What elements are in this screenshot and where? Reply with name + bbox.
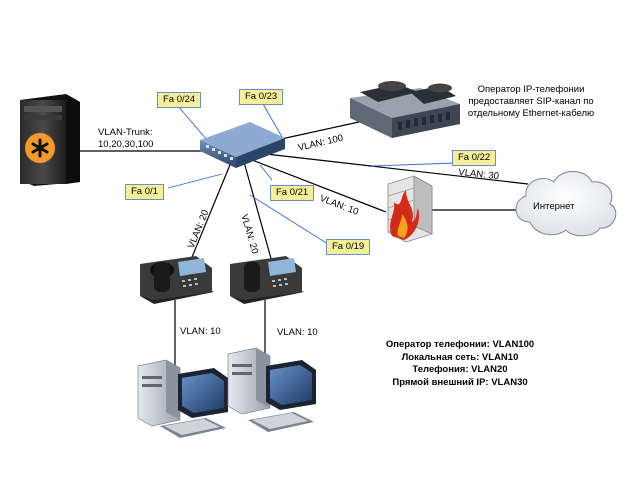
trunk-label-line2: 10,20,30,100 <box>98 139 154 150</box>
port-label-fa0-21: Fa 0/21 <box>270 185 315 201</box>
internet-label: Интернет <box>533 201 575 212</box>
vlan-label-pc2: VLAN: 10 <box>277 327 318 338</box>
provider-note: Оператор IP-телефонии предоставляет SIP-… <box>466 84 596 120</box>
phone2-cable <box>243 161 273 263</box>
provider-note-line1: Оператор IP-телефонии <box>477 84 585 95</box>
firewall-cable <box>251 159 387 213</box>
phone1-cable <box>189 159 233 263</box>
legend-line4: Прямой внешний IP: VLAN30 <box>392 376 528 388</box>
internet-cloud-icon <box>515 171 617 237</box>
trunk-label-line1: VLAN-Trunk: <box>98 127 153 138</box>
fire-icon <box>390 190 420 240</box>
provider-note-line2: предоставляет SIP-канал по <box>468 96 594 107</box>
port-label-fa0-1: Fa 0/1 <box>125 184 164 200</box>
pbx-cable <box>271 119 369 142</box>
legend-line1: Оператор телефонии: VLAN100 <box>385 339 535 350</box>
port-label-fa0-19: Fa 0/19 <box>326 239 371 255</box>
switch <box>200 122 285 168</box>
cables <box>80 119 529 372</box>
ip-phone-1 <box>140 256 214 304</box>
ip-phone-2 <box>230 256 304 304</box>
workstation-1 <box>137 359 228 438</box>
workstation-2 <box>227 347 316 432</box>
port-label-fa0-22: Fa 0/22 <box>452 150 497 166</box>
vlan-label-pc1: VLAN: 10 <box>180 326 221 337</box>
internet-cable <box>265 153 529 185</box>
legend-line3: Телефония: VLAN20 <box>412 364 508 375</box>
legend-line2: Локальная сеть: VLAN10 <box>401 351 519 363</box>
sip-provider-equipment <box>350 81 460 138</box>
asterisk-server <box>20 94 80 186</box>
firewall-icon <box>387 175 433 243</box>
port-leader-lines <box>167 103 456 245</box>
trunk-label: VLAN-Trunk: 10,20,30,100 <box>98 127 153 151</box>
port-label-fa0-23: Fa 0/23 <box>239 89 284 105</box>
provider-note-line3: отдельному Ethernet-кабелю <box>467 108 595 119</box>
vlan-legend: Оператор телефонии: VLAN100 Локальная се… <box>360 339 560 389</box>
port-label-fa0-24: Fa 0/24 <box>157 92 202 108</box>
